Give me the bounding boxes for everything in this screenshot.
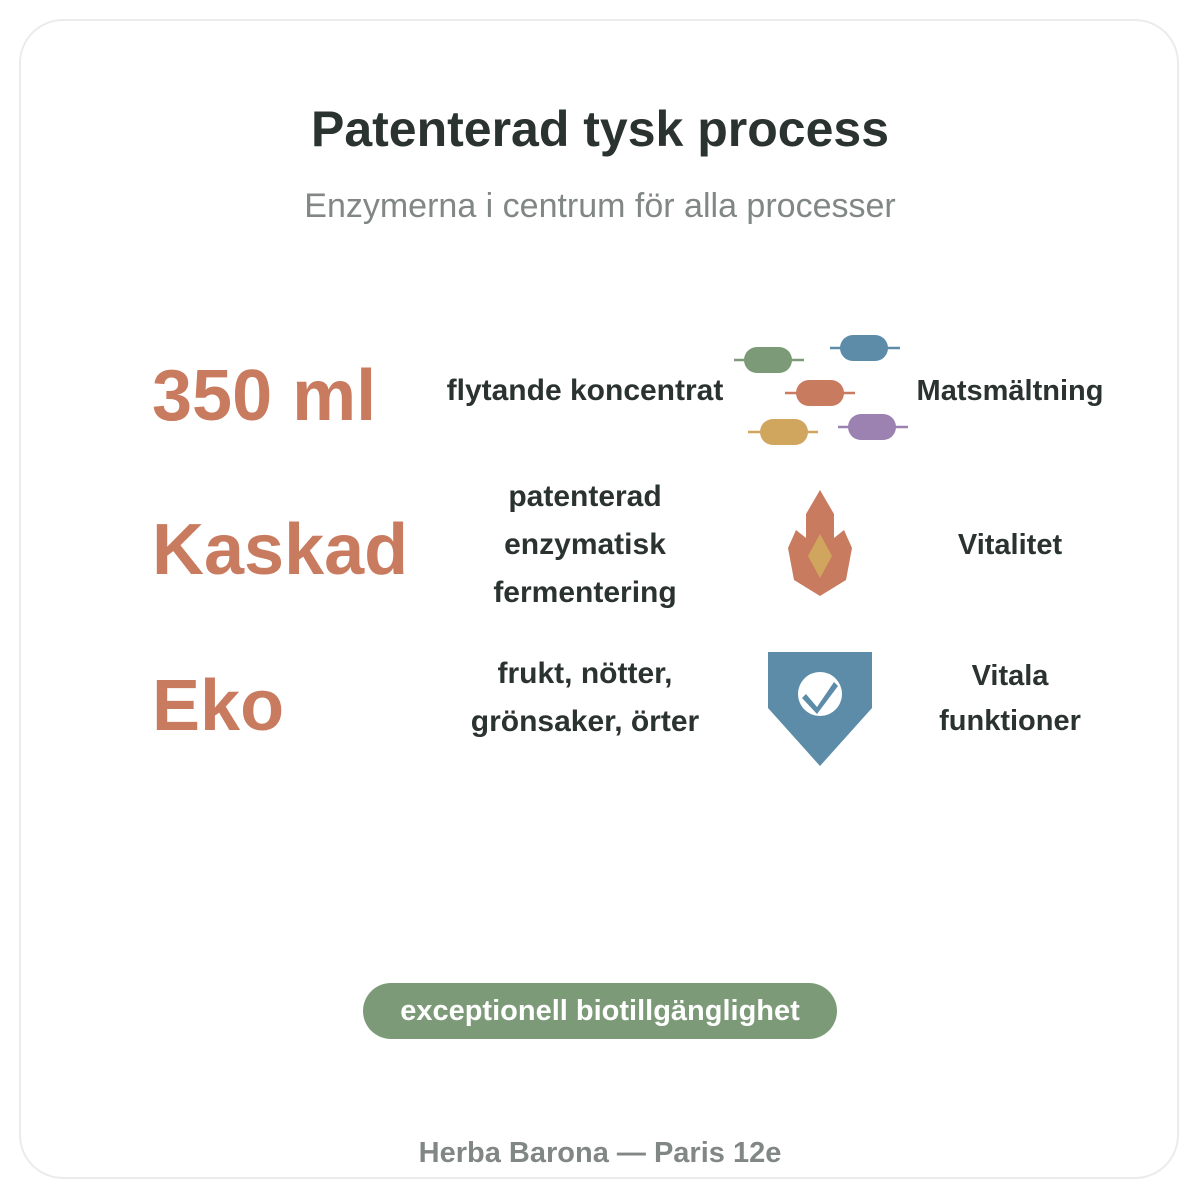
- row-2-benefit: Vitalitet: [905, 523, 1115, 568]
- capsule-blue: [830, 335, 900, 361]
- row-3-description-line: frukt, nötter,: [497, 657, 673, 690]
- capsule-purple: [838, 414, 908, 440]
- capsule-orange: [785, 380, 855, 406]
- row-2-description-line: fermentering: [493, 576, 677, 609]
- row-1-benefit: Matsmältning: [905, 369, 1115, 414]
- row-1-description-line: flytande koncentrat: [446, 374, 724, 407]
- page-title: Patenterad tysk process: [310, 101, 890, 157]
- row-3-description: frukt, nötter, grönsaker, örter: [440, 650, 730, 746]
- row-2-benefit-line: Vitalitet: [957, 529, 1063, 561]
- row-1-benefit-line: Matsmältning: [916, 375, 1104, 407]
- enzyme-capsules-icon: [734, 335, 908, 445]
- row-1-description: flytande koncentrat: [440, 367, 730, 415]
- row-3-description-line: grönsaker, örter: [470, 705, 700, 738]
- row-3-benefit: Vitala funktioner: [905, 654, 1115, 744]
- row-2-description-line: enzymatisk: [504, 528, 666, 561]
- capsule-green: [734, 347, 804, 373]
- check-shield-icon: [768, 652, 872, 766]
- row-2-description-line: patenterad: [508, 480, 662, 513]
- row-3-big-label: Eko: [152, 666, 285, 746]
- capsule-gold: [748, 419, 818, 445]
- page-subtitle: Enzymerna i centrum för alla processer: [304, 187, 896, 225]
- row-3-benefit-line: funktioner: [939, 705, 1081, 737]
- footer-brand: Herba Barona — Paris 12e: [418, 1137, 782, 1169]
- bioavailability-badge: exceptionell biotillgänglighet: [363, 983, 837, 1039]
- row-2-description: patenterad enzymatisk fermentering: [440, 473, 730, 617]
- flame-icon: [788, 490, 852, 596]
- row-1-big-label: 350 ml: [152, 356, 377, 436]
- row-2-big-label: Kaskad: [152, 510, 409, 590]
- row-3-benefit-line: Vitala: [971, 660, 1049, 692]
